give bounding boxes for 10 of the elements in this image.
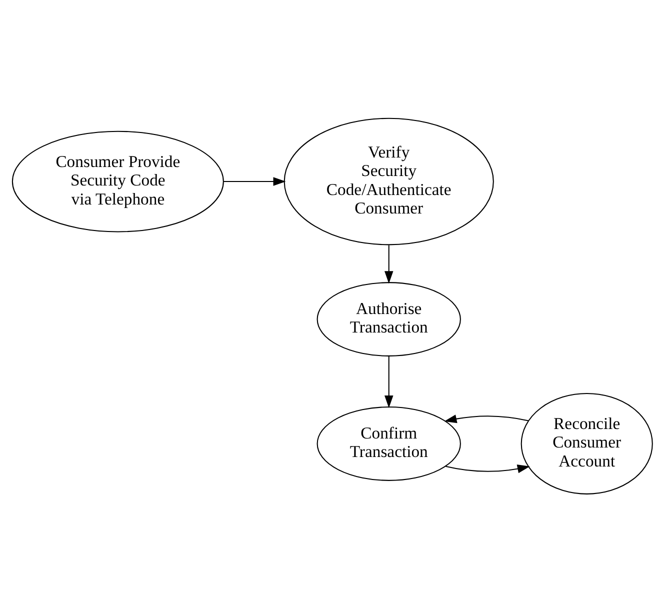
arrow <box>446 464 530 473</box>
node-ellipse: Authorise Transaction <box>316 282 461 356</box>
node-ellipse: Confirm Transaction <box>316 406 461 480</box>
node-ellipse: Reconcile Consumer Account <box>520 392 653 494</box>
arrow <box>224 176 286 186</box>
arrow <box>444 414 529 423</box>
node-ellipse: Consumer Provide Security Code via Telephone <box>12 130 224 232</box>
arrow <box>384 244 394 284</box>
arrow <box>384 356 394 408</box>
node-ellipse: Verify Security Code/Authenticate Consumer <box>284 117 494 245</box>
